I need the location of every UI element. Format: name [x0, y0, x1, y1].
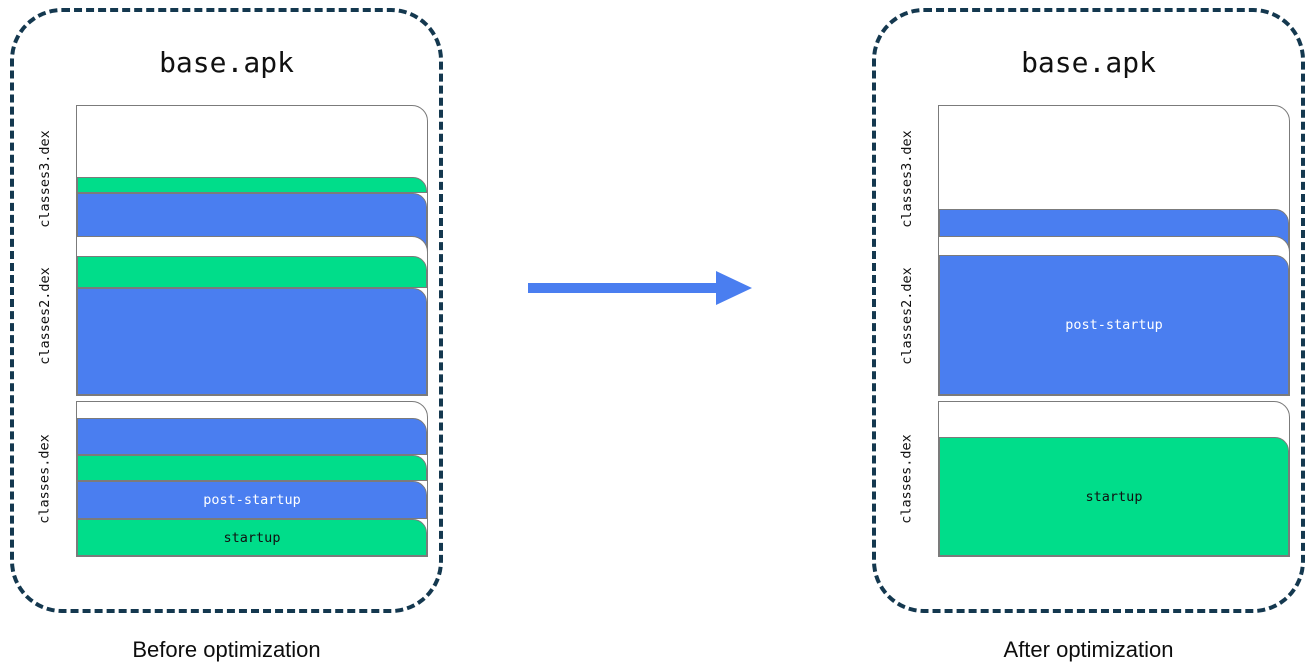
- dex-box-classes-before: post-startup startup: [76, 401, 428, 557]
- dex-box-classes2-after: post-startup: [938, 236, 1290, 396]
- dex-box-classes2-before: [76, 236, 428, 396]
- caption-before-optimization: Before optimization: [132, 637, 321, 662]
- dex-group-classes2-before: classes2.dex: [32, 236, 428, 396]
- apk-title-before: base.apk: [159, 46, 294, 79]
- dex-group-classes-after: classes.dex startup: [894, 401, 1290, 557]
- segment-startup-labeled: startup: [77, 519, 427, 556]
- segment-startup: [77, 455, 427, 481]
- dex-label-classes2: classes2.dex: [899, 267, 916, 365]
- right-arrow-icon: [528, 271, 752, 305]
- dex-box-classes-after: startup: [938, 401, 1290, 557]
- dex-group-classes3-before: classes3.dex: [32, 105, 428, 252]
- segment-startup-labeled: startup: [939, 437, 1289, 556]
- caption-after-optimization: After optimization: [1003, 637, 1174, 662]
- segment-startup: [77, 256, 427, 288]
- segment-startup: [77, 177, 427, 193]
- dex-label-classes3: classes3.dex: [899, 129, 916, 228]
- dex-group-classes-before: classes.dex post-startup startup: [32, 401, 428, 557]
- segment-post-startup-labeled: post-startup: [939, 255, 1289, 395]
- dex-box-classes3-after: [938, 105, 1290, 252]
- dex-label-classes2: classes2.dex: [37, 267, 54, 365]
- dex-group-classes2-after: classes2.dex post-startup: [894, 236, 1290, 396]
- apk-panel-after: base.apk classes3.dex classes2.dex post-…: [872, 8, 1305, 613]
- apk-panel-before: base.apk classes3.dex classes2.dex: [10, 8, 443, 613]
- apk-title-after: base.apk: [1021, 46, 1156, 79]
- dex-label-classes: classes.dex: [37, 434, 53, 524]
- segment-post-startup: [77, 418, 427, 455]
- segment-post-startup-labeled: post-startup: [77, 481, 427, 519]
- transform-arrow: [520, 268, 760, 308]
- dex-group-classes3-after: classes3.dex: [894, 105, 1290, 252]
- dex-label-classes: classes.dex: [899, 434, 915, 524]
- segment-post-startup: [77, 288, 427, 395]
- dex-label-classes3: classes3.dex: [37, 129, 54, 228]
- dex-box-classes3-before: [76, 105, 428, 252]
